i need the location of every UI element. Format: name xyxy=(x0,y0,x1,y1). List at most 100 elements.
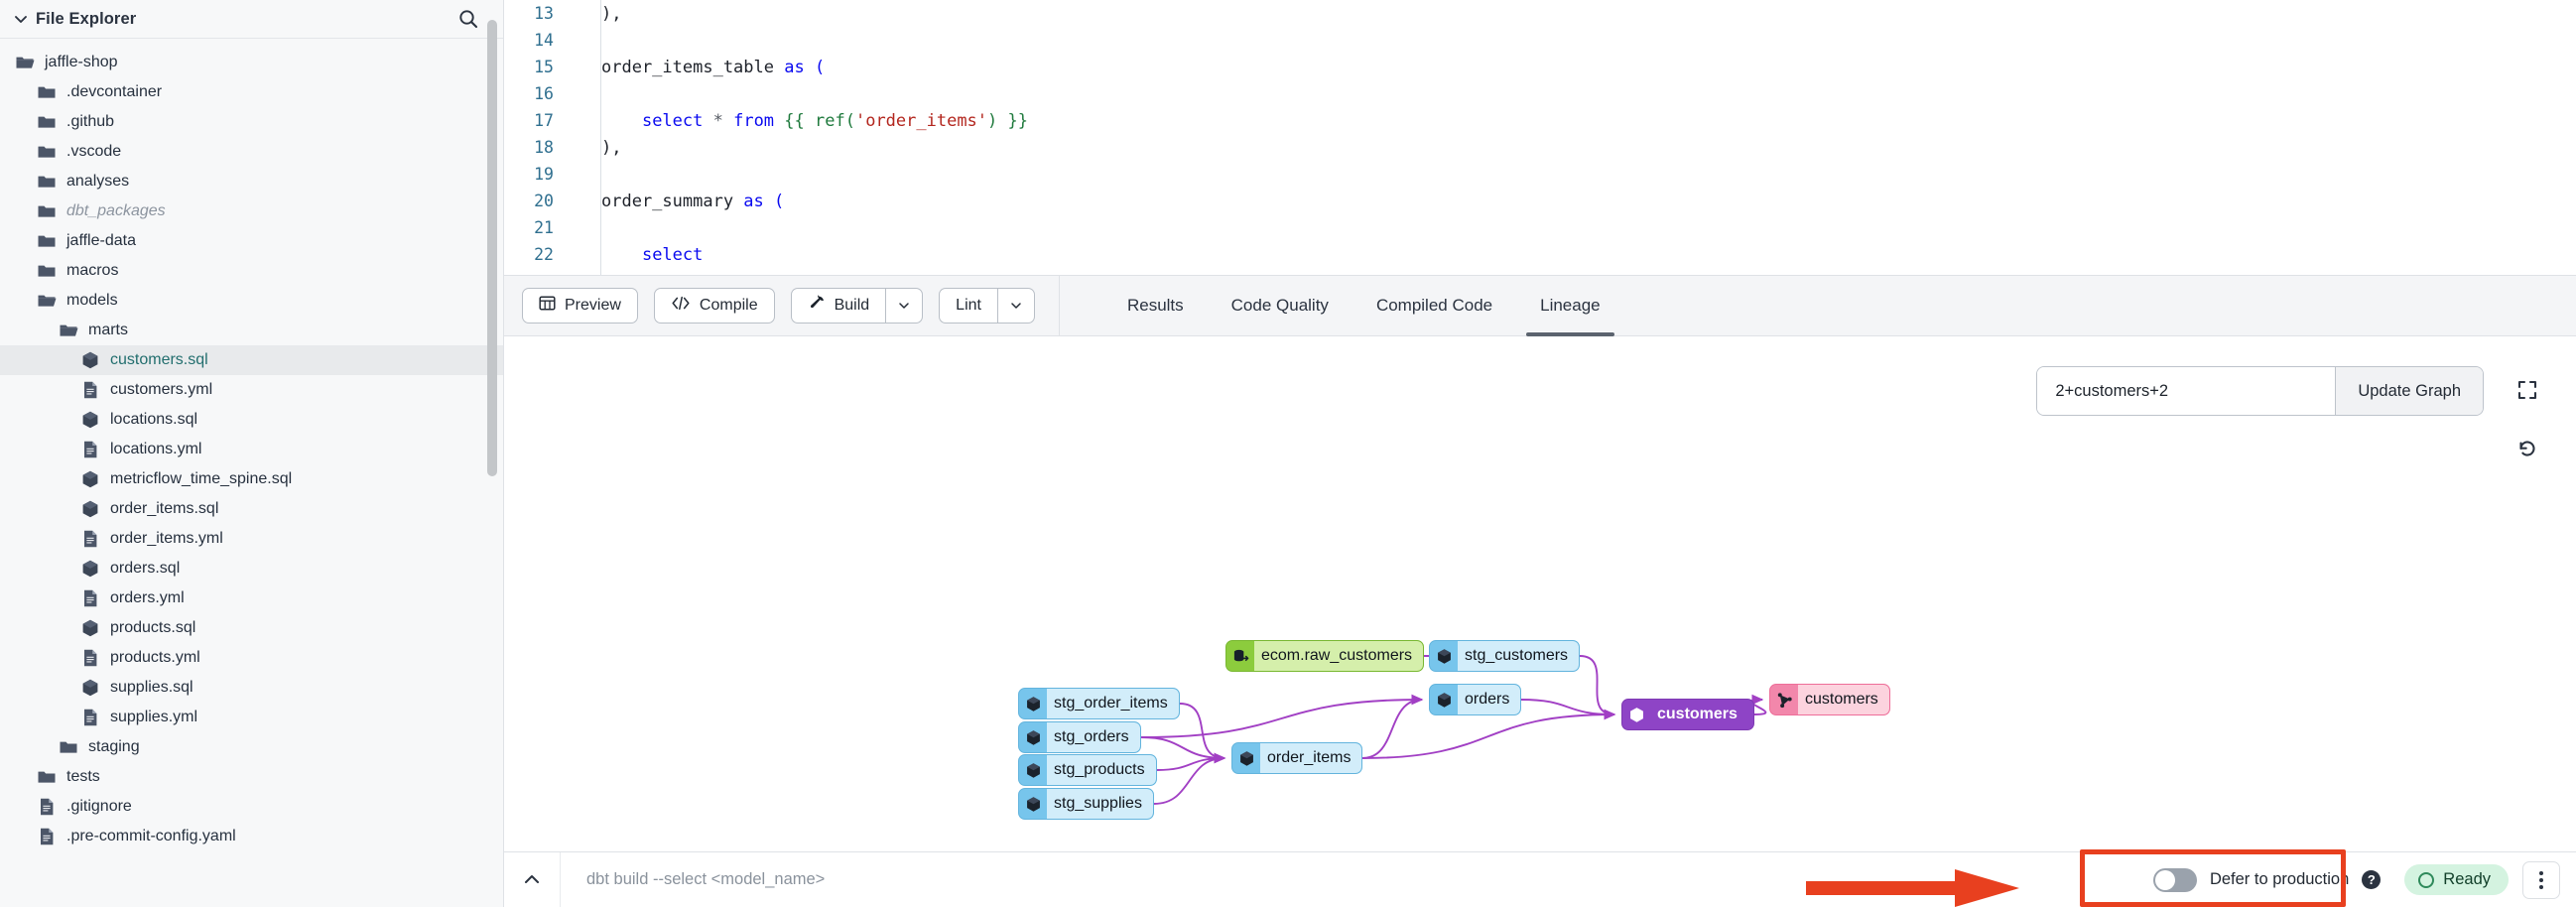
tree-item-label: supplies.sql xyxy=(110,679,193,696)
tree-item-orders-sql[interactable]: orders.sql xyxy=(0,554,503,583)
toolbar-divider xyxy=(1058,275,1060,336)
lineage-node-stg-order-items[interactable]: stg_order_items xyxy=(1018,688,1180,719)
lineage-node-customers-exposure[interactable]: customers xyxy=(1769,684,1890,715)
tree-item-label: customers.yml xyxy=(110,381,213,398)
tree-item-products-yml[interactable]: products.yml xyxy=(0,643,503,673)
lineage-node-stg-orders[interactable]: stg_orders xyxy=(1018,721,1141,753)
lineage-node-orders[interactable]: orders xyxy=(1429,684,1522,715)
lint-dropdown-caret[interactable] xyxy=(996,288,1035,324)
tab-compiled-code[interactable]: Compiled Code xyxy=(1375,296,1493,315)
file-icon xyxy=(79,587,101,609)
tree-item-label: .gitignore xyxy=(66,798,132,815)
tree-item-supplies-sql[interactable]: supplies.sql xyxy=(0,673,503,703)
compile-button[interactable]: Compile xyxy=(653,288,775,324)
question-mark-icon[interactable]: ? xyxy=(2362,870,2382,889)
cube-icon xyxy=(79,677,101,699)
tab-code-quality[interactable]: Code Quality xyxy=(1230,296,1329,315)
tab-lineage[interactable]: Lineage xyxy=(1516,275,1624,336)
tree-item-label: orders.sql xyxy=(110,560,181,577)
tree-item-models[interactable]: models xyxy=(0,286,503,316)
tree-item-label: jaffle-data xyxy=(66,232,136,249)
graph-selector-input[interactable] xyxy=(2037,367,2336,415)
update-graph-button[interactable]: Update Graph xyxy=(2335,367,2483,415)
tree-item-github[interactable]: .github xyxy=(0,107,503,137)
file-explorer-sidebar: File Explorer jaffle-shop.devcontainer .g… xyxy=(0,0,504,907)
tree-item-customers-sql[interactable]: customers.sql xyxy=(0,345,503,375)
lint-button[interactable]: Lint xyxy=(939,288,997,324)
lineage-node-label: stg_orders xyxy=(1047,722,1140,752)
lineage-node-label: stg_supplies xyxy=(1047,789,1153,819)
file-icon xyxy=(79,707,101,728)
build-label: Build xyxy=(834,297,870,314)
tree-item-staging[interactable]: staging xyxy=(0,732,503,762)
sidebar-scrollbar[interactable] xyxy=(487,20,497,476)
lineage-node-order-items[interactable]: order_items xyxy=(1231,742,1363,774)
lineage-node-ecom-raw-customers[interactable]: ecom.raw_customers xyxy=(1225,640,1425,672)
cube-icon xyxy=(79,558,101,580)
kebab-menu-icon[interactable] xyxy=(2522,860,2560,899)
tree-item-pre-commit-config-yaml[interactable]: .pre-commit-config.yaml xyxy=(0,822,503,851)
file-explorer-title: File Explorer xyxy=(36,9,137,28)
tree-item-label: order_items.yml xyxy=(110,530,223,547)
defer-to-production-group: Defer to production ? xyxy=(2143,863,2390,897)
code-text: select * from {{ ref('order_items') }} xyxy=(641,110,1028,131)
tree-item-label: .vscode xyxy=(66,143,122,160)
build-split-button: Build xyxy=(790,288,924,324)
tree-item-label: tests xyxy=(66,768,100,785)
file-tree[interactable]: jaffle-shop.devcontainer .github .vscode an… xyxy=(0,39,503,907)
chevron-down-icon[interactable] xyxy=(12,10,30,28)
lineage-node-stg-customers[interactable]: stg_customers xyxy=(1429,640,1581,672)
line-number: 15 xyxy=(534,58,554,76)
tree-item-customers-yml[interactable]: customers.yml xyxy=(0,375,503,405)
tree-item-jaffle-shop[interactable]: jaffle-shop xyxy=(0,48,503,77)
command-input[interactable]: dbt build --select <model_name> xyxy=(560,851,2143,907)
lineage-node-stg-products[interactable]: stg_products xyxy=(1018,754,1157,786)
folder-icon xyxy=(36,141,58,163)
compile-label: Compile xyxy=(699,297,758,314)
tree-item-order-items-sql[interactable]: order_items.sql xyxy=(0,494,503,524)
tree-item-label: .github xyxy=(66,113,115,130)
tree-item-jaffle-data[interactable]: jaffle-data xyxy=(0,226,503,256)
build-dropdown-caret[interactable] xyxy=(885,288,924,324)
tree-item-label: locations.yml xyxy=(110,441,202,457)
tree-item-dbt-packages[interactable]: dbt_packages xyxy=(0,196,503,226)
tree-item-order-items-yml[interactable]: order_items.yml xyxy=(0,524,503,554)
tree-item-macros[interactable]: macros xyxy=(0,256,503,286)
lineage-node-stg-supplies[interactable]: stg_supplies xyxy=(1018,788,1154,820)
tree-item-devcontainer[interactable]: .devcontainer xyxy=(0,77,503,107)
preview-button[interactable]: Preview xyxy=(522,288,638,324)
tree-item-products-sql[interactable]: products.sql xyxy=(0,613,503,643)
chevron-down-icon xyxy=(1011,303,1021,309)
tree-item-tests[interactable]: tests xyxy=(0,762,503,792)
tree-item-label: models xyxy=(66,292,118,309)
defer-to-production-label: Defer to production xyxy=(2209,870,2350,888)
build-button[interactable]: Build xyxy=(790,288,886,324)
tree-item-locations-sql[interactable]: locations.sql xyxy=(0,405,503,435)
chevron-up-icon[interactable] xyxy=(504,869,560,891)
search-icon[interactable] xyxy=(455,6,481,32)
defer-to-production-toggle[interactable] xyxy=(2152,867,2197,892)
tree-item-analyses[interactable]: analyses xyxy=(0,167,503,196)
tree-item-gitignore[interactable]: .gitignore xyxy=(0,792,503,822)
reset-icon[interactable] xyxy=(2511,433,2544,466)
code-text: ), xyxy=(601,3,622,24)
tree-item-orders-yml[interactable]: orders.yml xyxy=(0,583,503,613)
cube-icon xyxy=(1622,700,1650,729)
tree-item-supplies-yml[interactable]: supplies.yml xyxy=(0,703,503,732)
file-icon xyxy=(79,528,101,550)
lineage-node-customers-focus[interactable]: customers xyxy=(1621,699,1754,730)
cube-icon xyxy=(1430,641,1458,671)
tree-item-metricflow-time-spine-sql[interactable]: metricflow_time_spine.sql xyxy=(0,464,503,494)
cube-icon xyxy=(79,468,101,490)
line-number: 22 xyxy=(534,245,554,264)
folder-icon xyxy=(36,766,58,788)
fullscreen-icon[interactable] xyxy=(2511,373,2544,407)
tab-results[interactable]: Results xyxy=(1126,296,1184,315)
tree-item-vscode[interactable]: .vscode xyxy=(0,137,503,167)
tree-item-locations-yml[interactable]: locations.yml xyxy=(0,435,503,464)
tree-item-marts[interactable]: marts xyxy=(0,316,503,345)
